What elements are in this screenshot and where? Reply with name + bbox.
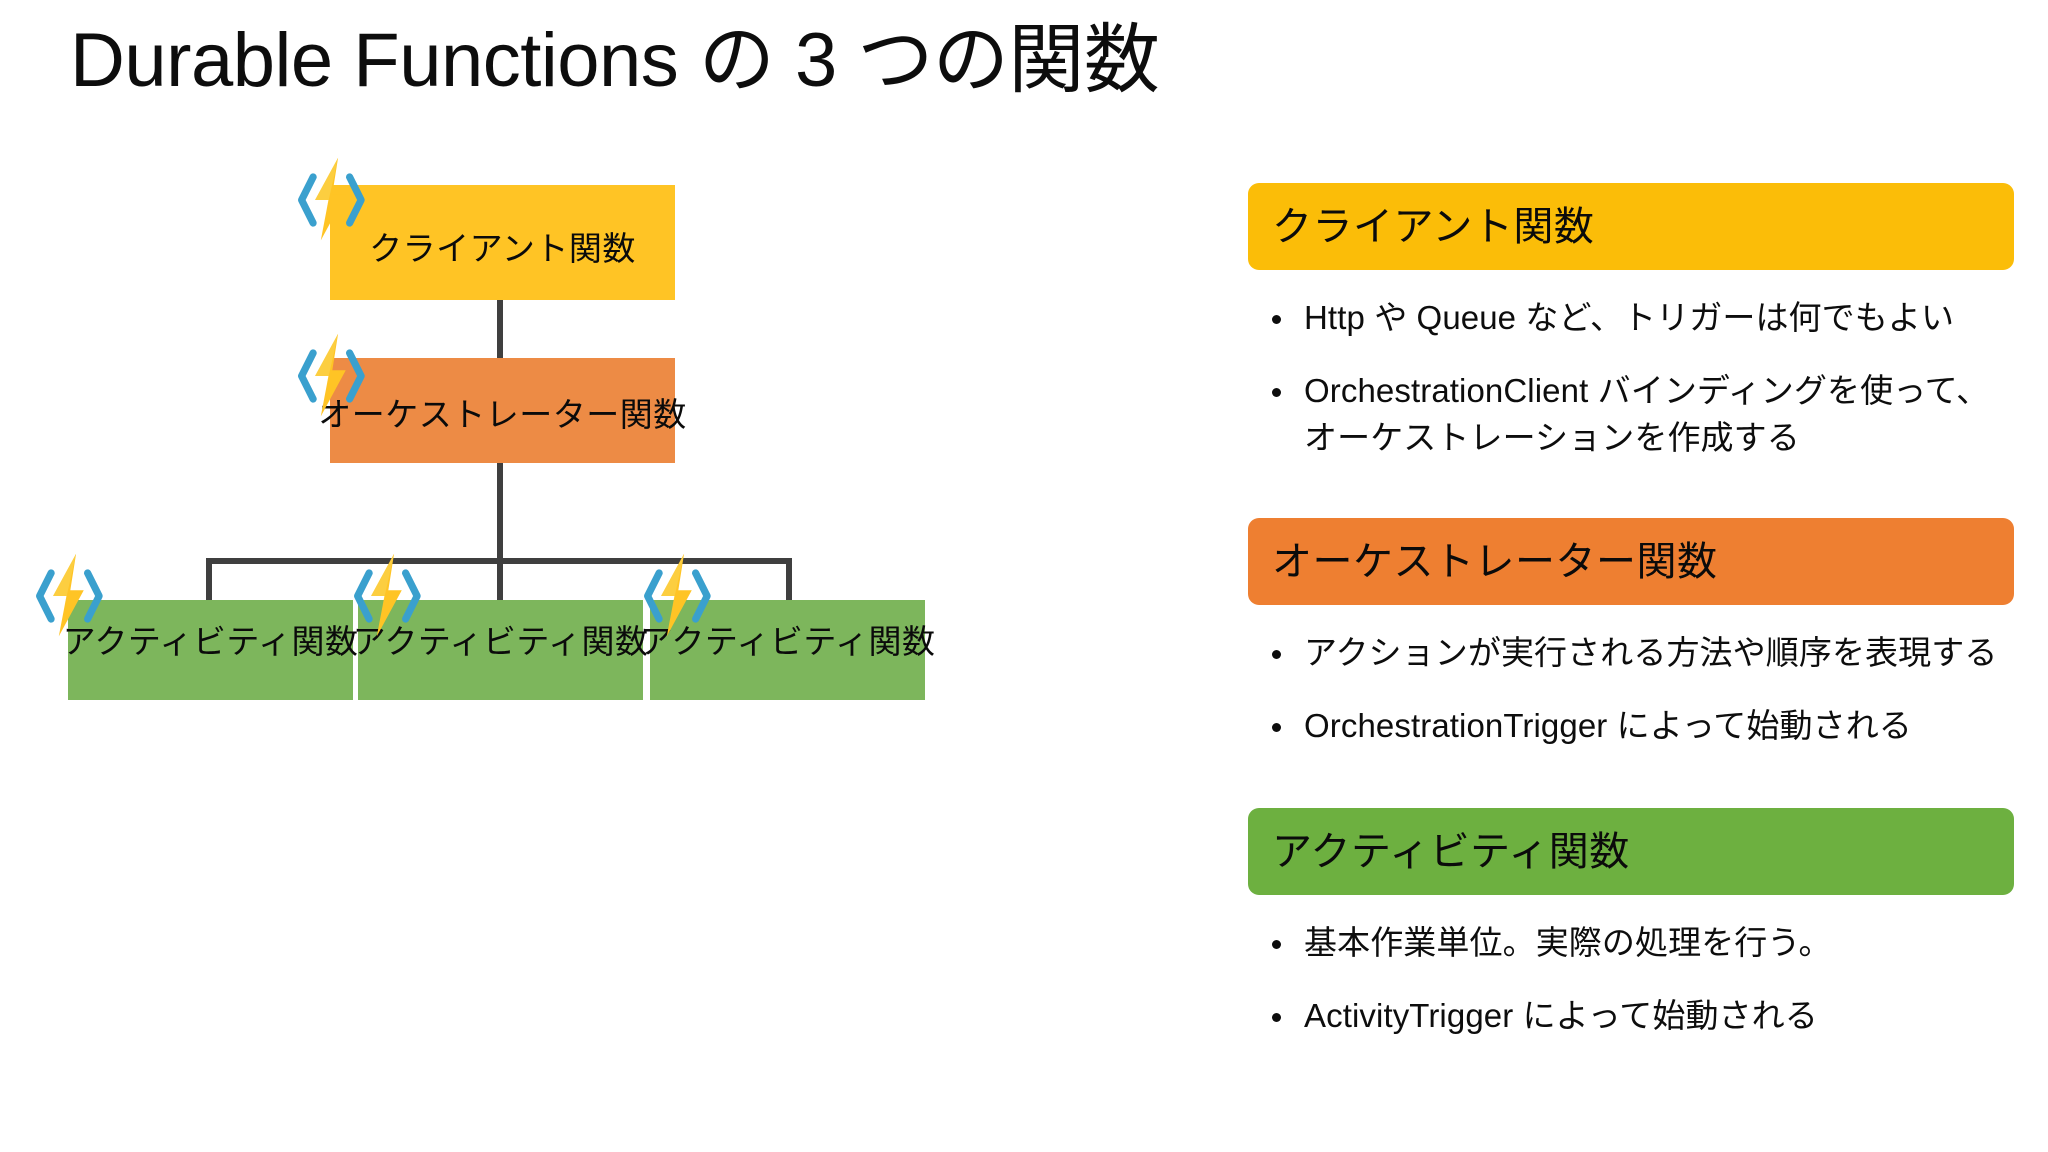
bullet-dot-icon (1272, 722, 1281, 732)
bullet-dot-icon (1272, 649, 1281, 659)
list-item: ActivityTrigger によって始動される (1266, 993, 2014, 1040)
bullet-dot-icon (1272, 939, 1281, 949)
list-item: 基本作業単位。実際の処理を行う。 (1266, 920, 2014, 967)
list-item: アクションが実行される方法や順序を表現する (1266, 630, 2014, 677)
list-item-text: OrchestrationTrigger によって始動される (1304, 706, 1912, 744)
info-header-orchestrator: オーケストレーター関数 (1248, 518, 2014, 605)
node-activity-function-2[interactable]: アクティビティ関数 (353, 600, 648, 700)
list-item-text: アクションが実行される方法や順序を表現する (1304, 634, 1998, 671)
node-orchestrator-function-label: オーケストレーター関数 (318, 395, 687, 433)
info-bullets-activity: 基本作業単位。実際の処理を行う。 ActivityTrigger によって始動さ… (1266, 920, 2014, 1066)
durable-functions-diagram: クライアント関数 オーケストレーター関数 アクティビティ関数 アクティビティ関数 (0, 140, 1240, 980)
info-bullets-client: Http や Queue など、トリガーは何でもよい Orchestration… (1266, 295, 2014, 488)
page-title: Durable Functions の 3 つの関数 (70, 18, 1160, 103)
list-item-text: OrchestrationClient バインディングを使って、オーケストレーシ… (1304, 371, 1990, 456)
bullet-dot-icon (1272, 387, 1281, 397)
info-header-orchestrator-label: オーケストレーター関数 (1272, 539, 1718, 584)
node-activity-function-3-label: アクティビティ関数 (639, 623, 936, 661)
list-item-text: Http や Queue など、トリガーは何でもよい (1304, 299, 1955, 336)
connector-activity-bus (206, 558, 792, 564)
connector-client-to-orchestrator (497, 298, 503, 360)
info-header-client-label: クライアント関数 (1272, 204, 1595, 249)
node-activity-function-3[interactable]: アクティビティ関数 (640, 600, 935, 700)
list-item-text: 基本作業単位。実際の処理を行う。 (1304, 924, 1832, 961)
list-item-text: ActivityTrigger によって始動される (1304, 996, 1818, 1034)
info-header-activity: アクティビティ関数 (1248, 808, 2014, 895)
list-item: Http や Queue など、トリガーは何でもよい (1266, 295, 2014, 342)
info-bullets-orchestrator: アクションが実行される方法や順序を表現する OrchestrationTrigg… (1266, 630, 2014, 776)
bullet-dot-icon (1272, 1012, 1281, 1022)
list-item: OrchestrationClient バインディングを使って、オーケストレーシ… (1266, 368, 2014, 462)
info-panel: クライアント関数 Http や Queue など、トリガーは何でもよい Orch… (1248, 0, 2016, 1152)
info-header-client: クライアント関数 (1248, 183, 2014, 270)
list-item: OrchestrationTrigger によって始動される (1266, 703, 2014, 750)
node-activity-function-2-label: アクティビティ関数 (352, 623, 649, 661)
bullet-dot-icon (1272, 314, 1281, 324)
node-client-function[interactable]: クライアント関数 (330, 185, 675, 300)
node-orchestrator-function[interactable]: オーケストレーター関数 (318, 358, 686, 463)
connector-orchestrator-trunk (497, 461, 503, 604)
node-activity-function-1[interactable]: アクティビティ関数 (63, 600, 358, 700)
info-header-activity-label: アクティビティ関数 (1272, 829, 1630, 874)
node-client-function-label: クライアント関数 (369, 229, 636, 267)
node-activity-function-1-label: アクティビティ関数 (62, 623, 359, 661)
